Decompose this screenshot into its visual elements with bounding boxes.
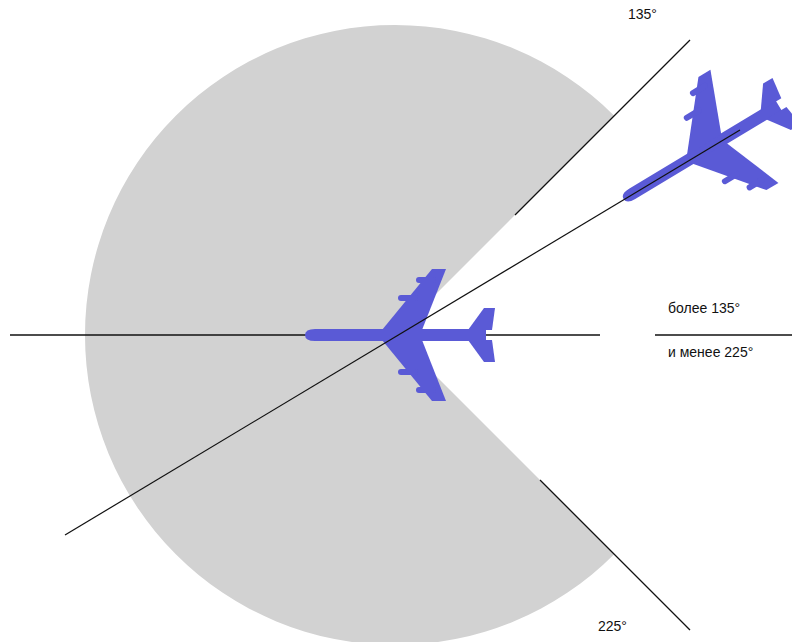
other-airplane: [590, 44, 792, 255]
angle-label: 225°: [598, 618, 627, 635]
boundary-225: [540, 480, 690, 630]
heading-line-right: [655, 334, 792, 335]
bearing-line: [65, 130, 740, 535]
angle-label: 135°: [628, 6, 657, 23]
range-note: более 135°: [668, 300, 740, 317]
boundary-135: [515, 40, 690, 215]
grey-sector: [85, 25, 614, 642]
range-note: и менее 225°: [668, 344, 753, 361]
own-airplane: [305, 269, 495, 401]
